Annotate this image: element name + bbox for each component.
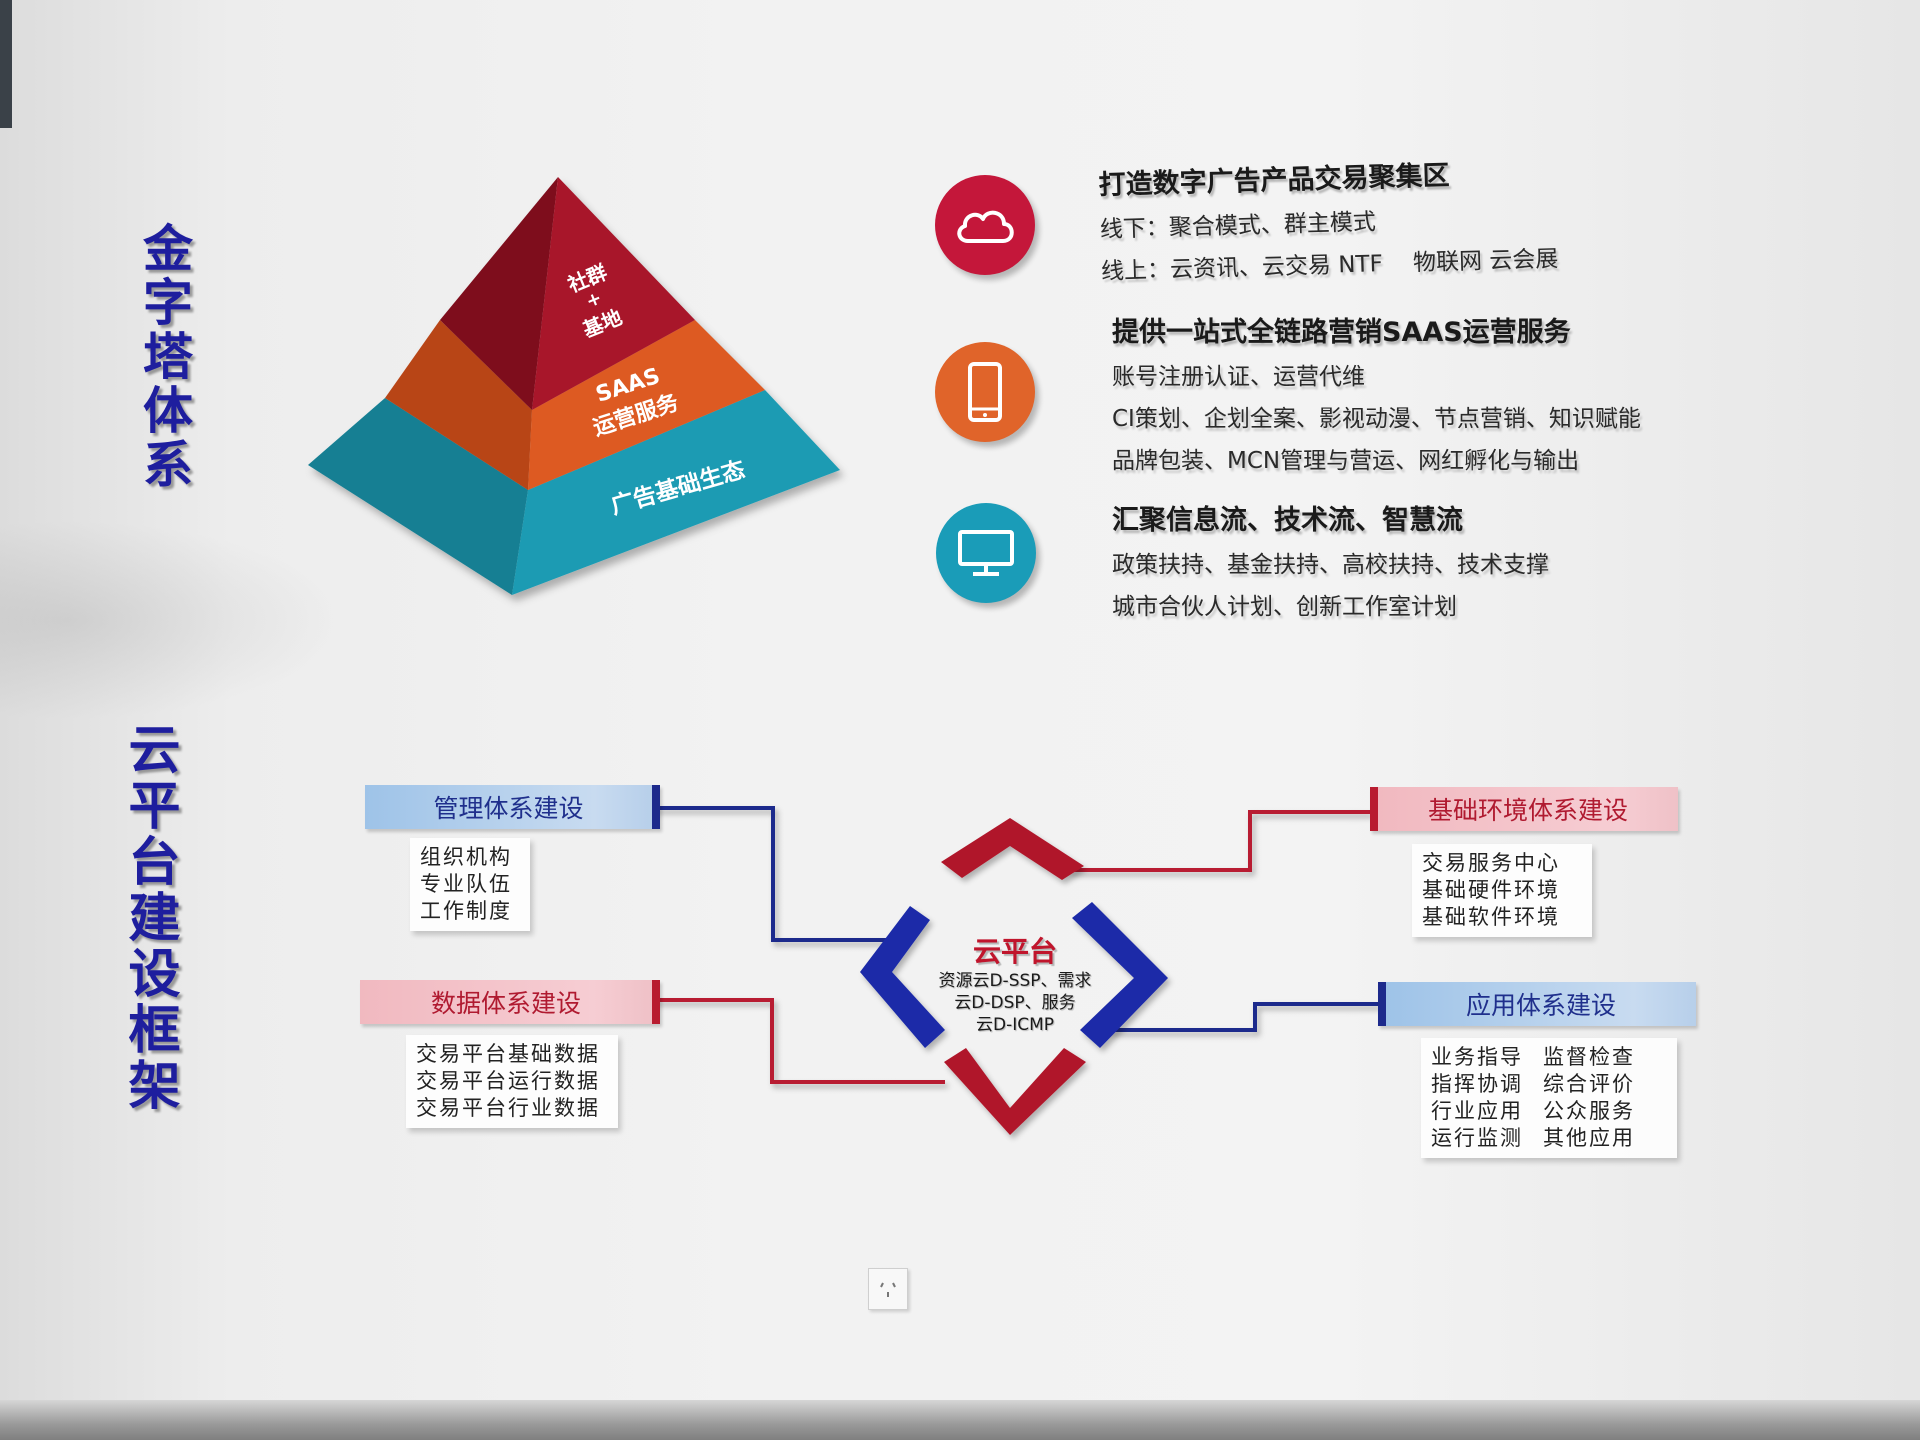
pyramid-tier-top-left — [440, 177, 558, 410]
application-system-bar: 应用体系建设 — [1378, 982, 1696, 1026]
pyramid-tier-top-right — [532, 177, 695, 410]
pyramid-tier-middle-right — [528, 320, 765, 490]
list-item-left: 运行监测 — [1431, 1126, 1523, 1150]
list-item-left: 指挥协调 — [1431, 1072, 1523, 1096]
door-frame — [0, 0, 12, 128]
center-diamond-left — [860, 906, 945, 1048]
center-diamond-right — [1072, 902, 1168, 1048]
data-system-bar: 数据体系建设 — [360, 980, 660, 1024]
center-diamond-top — [941, 818, 1084, 880]
center-diamond-bottom — [944, 1048, 1086, 1135]
wall-shadow — [0, 520, 340, 720]
list-item: 运行监测 其他应用 — [1431, 1125, 1667, 1152]
pyramid-top-label-2: + — [583, 287, 605, 312]
pyramid-tier-middle-left — [385, 320, 532, 490]
list-item: 业务指导 监督检查 — [1431, 1044, 1667, 1071]
list-item-left: 行业应用 — [1431, 1099, 1523, 1123]
wall-socket-icon — [868, 1268, 908, 1310]
list-item: 交易平台行业数据 — [416, 1096, 600, 1120]
center-line: 云D-ICMP — [975, 1015, 1055, 1035]
connector-data — [652, 998, 945, 1084]
info-line: 品牌包装、MCN管理与营运、网红孵化与输出 — [1112, 448, 1580, 474]
list-item: 基础硬件环境 — [1422, 878, 1560, 902]
list-item: 专业队伍 — [420, 872, 512, 896]
info-line: 账号注册认证、运营代维 — [1112, 364, 1365, 390]
center-line: 云D-DSP、服务 — [954, 993, 1076, 1013]
center-line: 资源云D-SSP、需求 — [938, 971, 1092, 991]
pyramid-tier-bottom-left — [308, 398, 528, 595]
list-item: 工作制度 — [420, 899, 512, 923]
pyramid-system-title: 金字塔体系 — [135, 222, 193, 492]
infrastructure-items-panel: 交易服务中心 基础硬件环境 基础软件环境 — [1412, 844, 1592, 937]
list-item-right: 监督检查 — [1543, 1045, 1635, 1069]
list-item: 行业应用 公众服务 — [1431, 1098, 1667, 1125]
connector-management — [652, 806, 898, 942]
monitor-icon — [936, 503, 1036, 603]
cloud-platform-center: 云平台 资源云D-SSP、需求 云D-DSP、服务 云D-ICMP — [900, 930, 1130, 1036]
connector-infrastructure — [1068, 810, 1370, 872]
list-item-right: 其他应用 — [1543, 1126, 1635, 1150]
list-item: 交易平台基础数据 — [416, 1042, 600, 1066]
list-item: 交易服务中心 — [1422, 851, 1560, 875]
info-block-saas-service: 提供一站式全链路营销SAAS运营服务 账号注册认证、运营代维 CI策划、企划全案… — [1112, 310, 1641, 475]
list-item-right: 综合评价 — [1543, 1072, 1635, 1096]
info-line: CI策划、企划全案、影视动漫、节点营销、知识赋能 — [1112, 406, 1641, 432]
list-item: 指挥协调 综合评价 — [1431, 1071, 1667, 1098]
list-item: 组织机构 — [420, 845, 512, 869]
management-items-panel: 组织机构 专业队伍 工作制度 — [410, 838, 530, 931]
application-items-panel: 业务指导 监督检查 指挥协调 综合评价 行业应用 公众服务 运行监测 其他应用 — [1421, 1038, 1677, 1158]
data-items-panel: 交易平台基础数据 交易平台运行数据 交易平台行业数据 — [406, 1035, 618, 1128]
management-system-bar: 管理体系建设 — [365, 785, 660, 829]
info-line: 城市合伙人计划、创新工作室计划 — [1112, 594, 1457, 620]
connector-application — [1108, 1002, 1378, 1032]
pyramid-tier-bottom-right — [512, 390, 840, 595]
pyramid-graphic: 社群 + 基地 SAAS 运营服务 广告基础生态 — [308, 177, 840, 595]
floor-baseboard — [0, 1400, 1920, 1440]
info-title: 提供一站式全链路营销SAAS运营服务 — [1112, 317, 1571, 348]
list-item: 基础软件环境 — [1422, 905, 1560, 929]
infrastructure-system-bar: 基础环境体系建设 — [1370, 787, 1678, 831]
cloud-framework-title: 云平台建设框架 — [119, 722, 179, 1114]
list-item-left: 业务指导 — [1431, 1045, 1523, 1069]
cloud-icon — [935, 175, 1035, 275]
list-item: 交易平台运行数据 — [416, 1069, 600, 1093]
center-title: 云平台 — [972, 935, 1057, 968]
list-item-right: 公众服务 — [1543, 1099, 1635, 1123]
info-title: 汇聚信息流、技术流、智慧流 — [1112, 505, 1463, 536]
phone-icon — [935, 342, 1035, 442]
info-line: 政策扶持、基金扶持、高校扶持、技术支撑 — [1112, 552, 1549, 578]
info-block-information-flow: 汇聚信息流、技术流、智慧流 政策扶持、基金扶持、高校扶持、技术支撑 城市合伙人计… — [1112, 498, 1549, 621]
